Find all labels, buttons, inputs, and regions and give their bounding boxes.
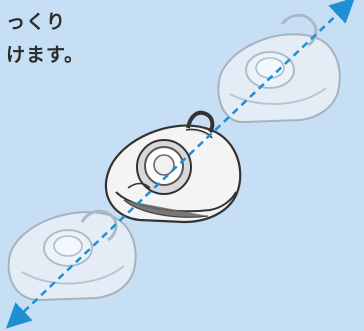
ghost-device-bottom [7,209,137,302]
motion-arrow-line [5,0,356,329]
main-device [104,110,242,224]
